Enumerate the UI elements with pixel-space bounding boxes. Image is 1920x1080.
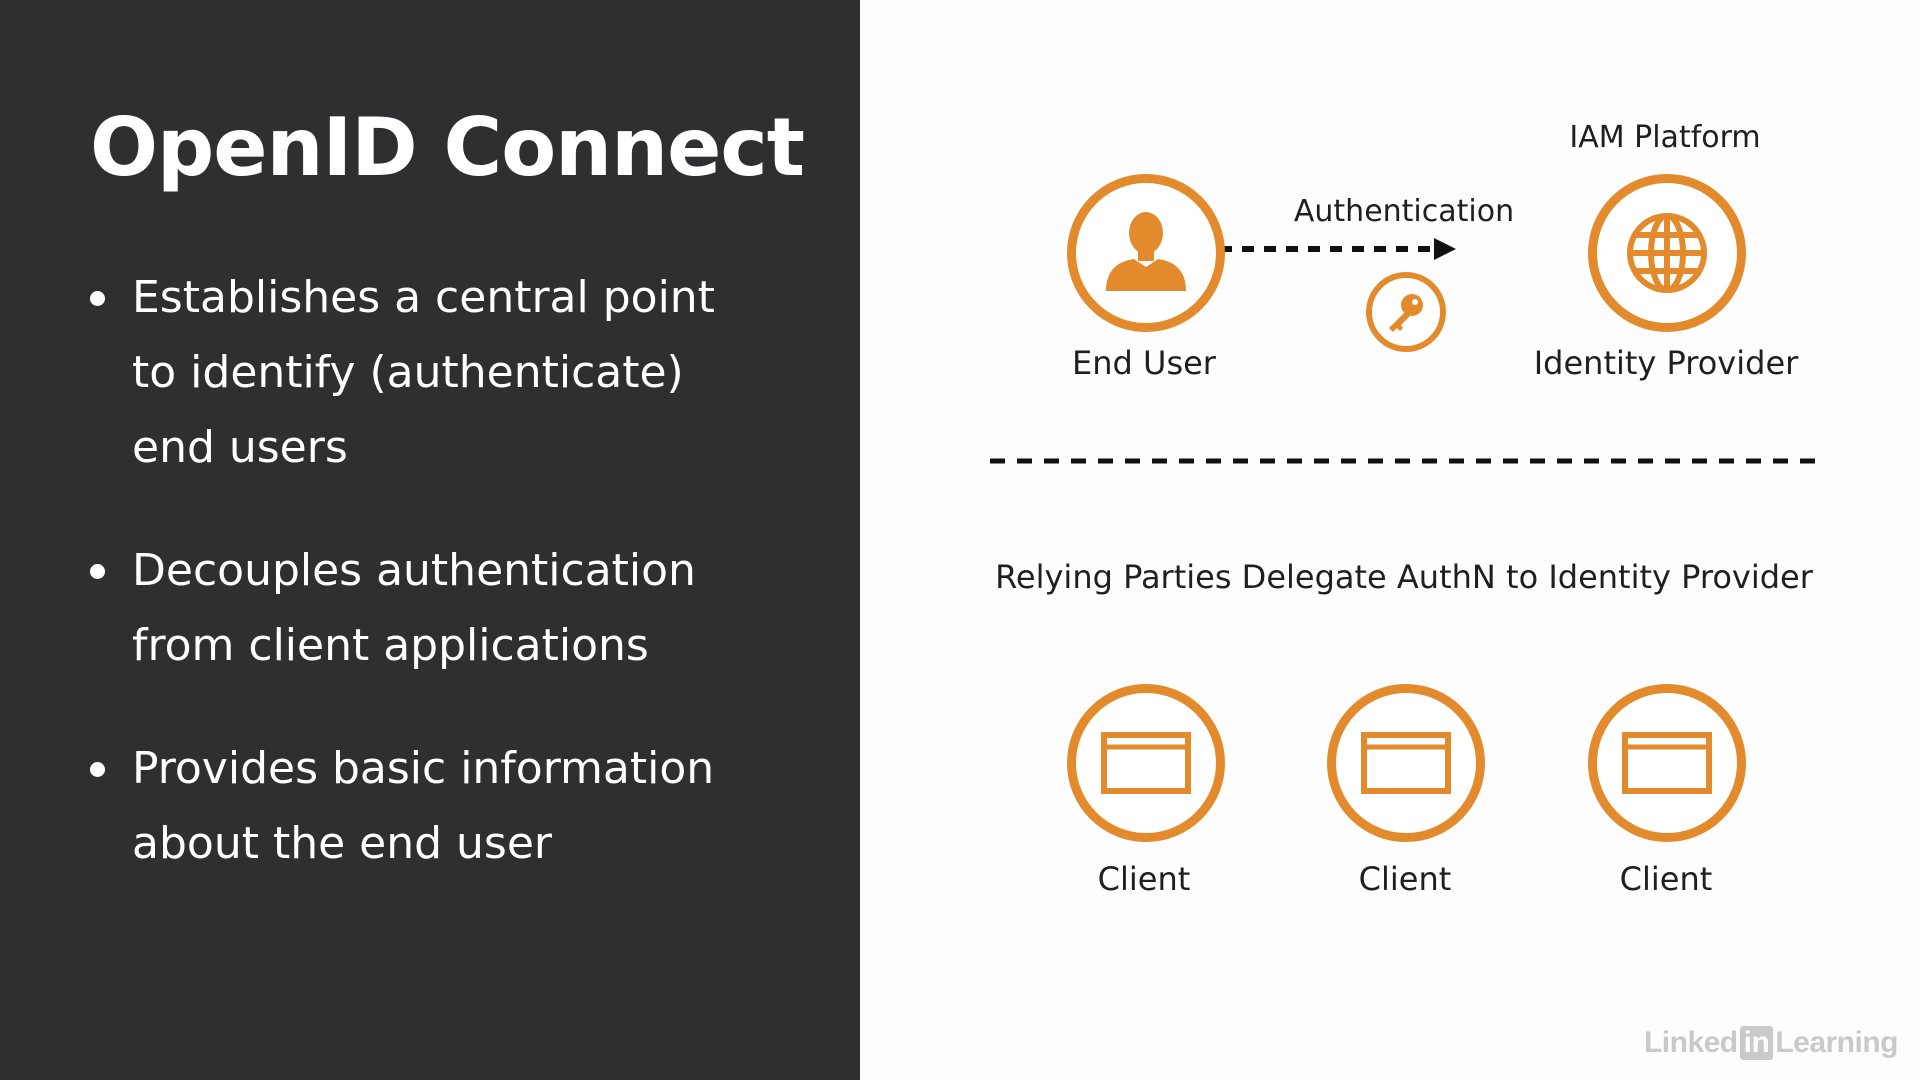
globe-icon: [1627, 213, 1707, 293]
bullet-item: Establishes a central point to identify …: [80, 260, 780, 485]
client-label: Client: [1619, 860, 1713, 898]
bullet-dot: [90, 762, 105, 777]
iam-platform-label: IAM Platform: [1569, 120, 1761, 155]
authentication-label: Authentication: [1293, 194, 1515, 229]
authentication-arrow: [1220, 238, 1456, 260]
client-node: [1067, 684, 1225, 842]
left-panel: OpenID Connect Establishes a central poi…: [0, 0, 860, 1080]
watermark-in-logo: in: [1739, 1026, 1774, 1060]
client-label: Client: [1097, 860, 1191, 898]
watermark-left: Linked: [1643, 1026, 1738, 1059]
watermark-right: Learning: [1775, 1026, 1898, 1059]
bullet-text: Decouples authentication from client app…: [132, 545, 696, 671]
bullet-list: Establishes a central point to identify …: [80, 260, 780, 929]
browser-window-icon: [1101, 732, 1191, 794]
browser-window-icon: [1622, 732, 1712, 794]
bullet-item: Provides basic information about the end…: [80, 731, 780, 881]
relying-parties-caption: Relying Parties Delegate AuthN to Identi…: [995, 558, 1813, 596]
end-user-label: End User: [1072, 344, 1216, 382]
bullet-text: Establishes a central point to identify …: [132, 272, 715, 473]
client-node: [1588, 684, 1746, 842]
user-icon: [1106, 212, 1186, 291]
key-icon: [1389, 294, 1423, 332]
client-node: [1327, 684, 1485, 842]
diagram-area: IAM Platform Authentication End User: [860, 0, 1920, 1080]
separator-line: [990, 458, 1816, 464]
bullet-text: Provides basic information about the end…: [132, 743, 715, 869]
bullet-item: Decouples authentication from client app…: [80, 533, 780, 683]
slide-title: OpenID Connect: [90, 101, 805, 194]
bullet-dot: [90, 564, 105, 579]
bullet-dot: [90, 291, 105, 306]
client-label: Client: [1358, 860, 1452, 898]
identity-provider-label: Identity Provider: [1533, 344, 1799, 382]
browser-window-icon: [1361, 732, 1451, 794]
key-token: [1366, 272, 1446, 352]
identity-provider-node: [1588, 174, 1746, 332]
end-user-node: [1067, 174, 1225, 332]
